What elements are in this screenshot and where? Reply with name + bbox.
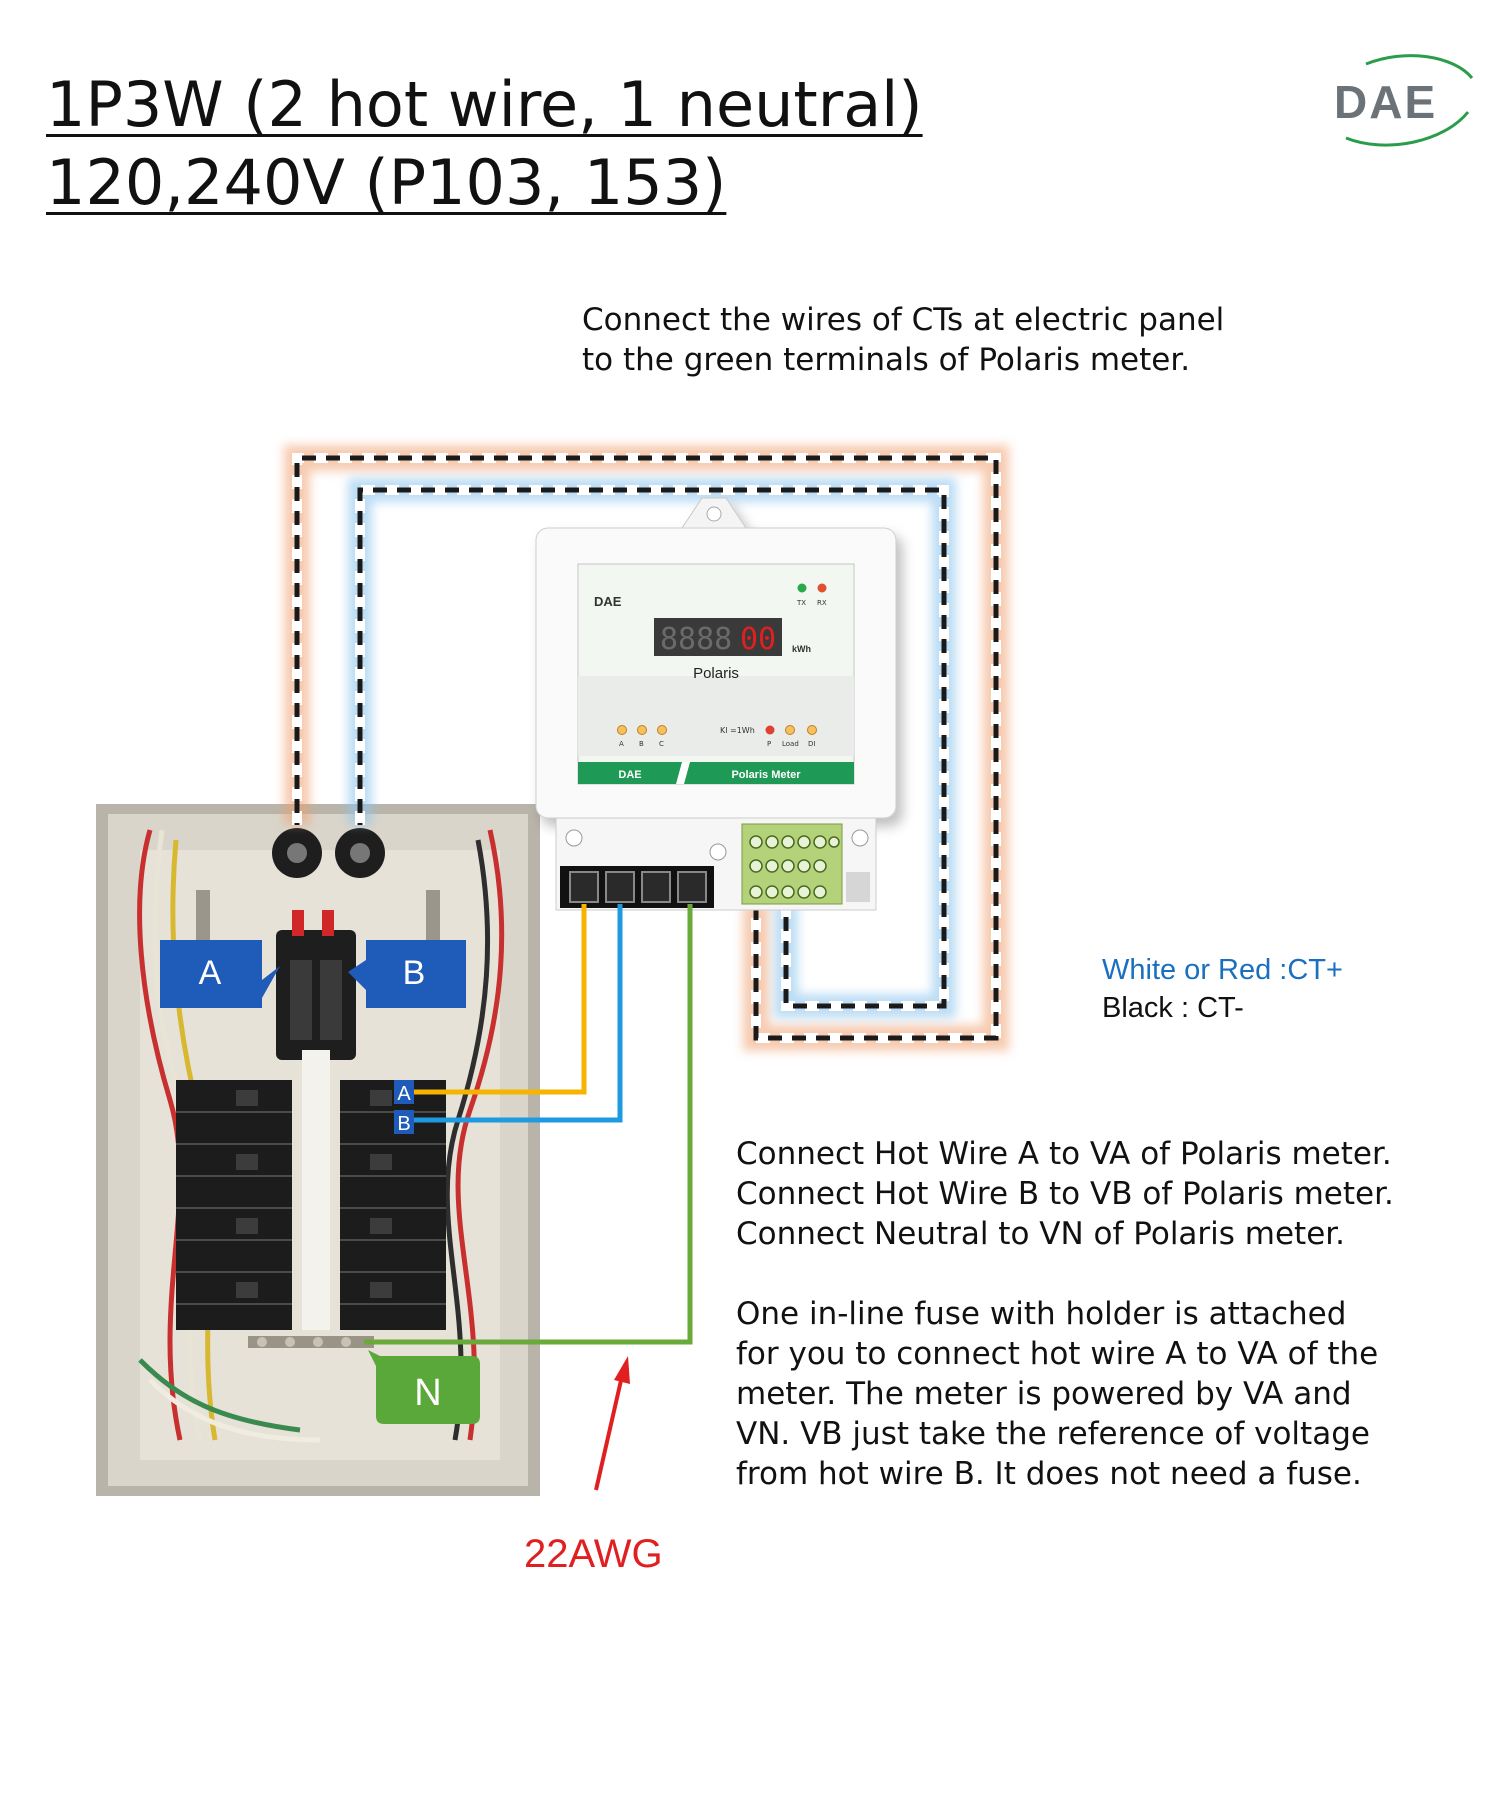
fuse-note-line-1: One in-line fuse with holder is attached: [736, 1296, 1347, 1332]
svg-text:N: N: [414, 1372, 441, 1414]
meter-led-p: P: [767, 740, 771, 748]
wire-gauge-label: 22AWG: [524, 1532, 663, 1576]
meter-display-digits: 8888: [660, 622, 732, 657]
logo-text: DAE: [1334, 76, 1437, 128]
wire-gauge-arrow: [594, 1356, 630, 1491]
meter-tx-label: TX: [796, 599, 806, 607]
wiring-instruction-2: Connect Hot Wire B to VB of Polaris mete…: [736, 1176, 1394, 1212]
phase-a-label: A: [160, 940, 280, 1008]
meter-led-di: DI: [808, 740, 815, 748]
branch-breakers: [176, 1080, 446, 1330]
phase-b-label: B: [348, 940, 466, 1008]
meter-footer-right: Polaris Meter: [731, 769, 801, 781]
meter-led-b: B: [639, 740, 644, 748]
meter-brand: DAE: [594, 594, 622, 609]
voltage-wires: [364, 904, 693, 1345]
neutral-wire: [364, 904, 693, 1345]
meter-led-load: Load: [782, 740, 799, 748]
meter-footer-left: DAE: [618, 769, 641, 781]
diagram-title-line-1: 1P3W (2 hot wire, 1 neutral): [46, 68, 923, 141]
fuse-note-line-4: VN. VB just take the reference of voltag…: [736, 1416, 1370, 1452]
hot-wire-a: [410, 904, 587, 1095]
meter-pulse-label: Kl =1Wh: [720, 726, 755, 735]
svg-text:A: A: [199, 954, 222, 992]
polaris-meter: DAE TX RX 8888 00 kWh Polaris A B C Kl =…: [535, 497, 897, 911]
bus-bar: [302, 1050, 330, 1330]
svg-text:B: B: [397, 1113, 410, 1135]
main-breaker: [276, 930, 356, 1060]
meter-led-a: A: [619, 740, 624, 748]
meter-display-red-digits: 00: [740, 622, 776, 657]
wiring-instruction-1: Connect Hot Wire A to VA of Polaris mete…: [736, 1136, 1392, 1172]
meter-display: [654, 618, 782, 656]
dae-logo: DAE: [1334, 54, 1474, 147]
fuse-note-line-3: meter. The meter is powered by VA and: [736, 1376, 1352, 1412]
svg-text:A: A: [397, 1083, 411, 1105]
meter-led-c: C: [659, 740, 664, 748]
breaker-b-tag: B: [394, 1110, 414, 1135]
breaker-a-tag: A: [394, 1080, 414, 1105]
ct-cables: [284, 445, 1009, 1051]
meter-unit: kWh: [792, 644, 811, 654]
svg-text:B: B: [403, 954, 426, 992]
wiring-instruction-3: Connect Neutral to VN of Polaris meter.: [736, 1216, 1346, 1252]
fuse-note-line-2: for you to connect hot wire A to VA of t…: [736, 1336, 1379, 1372]
neutral-label: N: [368, 1350, 480, 1424]
ct-instruction-line-2: to the green terminals of Polaris meter.: [582, 342, 1191, 378]
legend-ct-minus: Black : CT-: [1102, 992, 1244, 1024]
ct-instruction-line-1: Connect the wires of CTs at electric pan…: [582, 302, 1225, 338]
hot-wire-b: [410, 904, 623, 1123]
meter-rx-label: RX: [817, 599, 827, 607]
diagram-title-line-2: 120,240V (P103, 153): [46, 146, 727, 219]
meter-model: Polaris: [693, 665, 739, 682]
fuse-note-line-5: from hot wire B. It does not need a fuse…: [736, 1456, 1362, 1492]
current-transformers: [272, 828, 385, 878]
legend-ct-plus: White or Red :CT+: [1102, 954, 1343, 986]
